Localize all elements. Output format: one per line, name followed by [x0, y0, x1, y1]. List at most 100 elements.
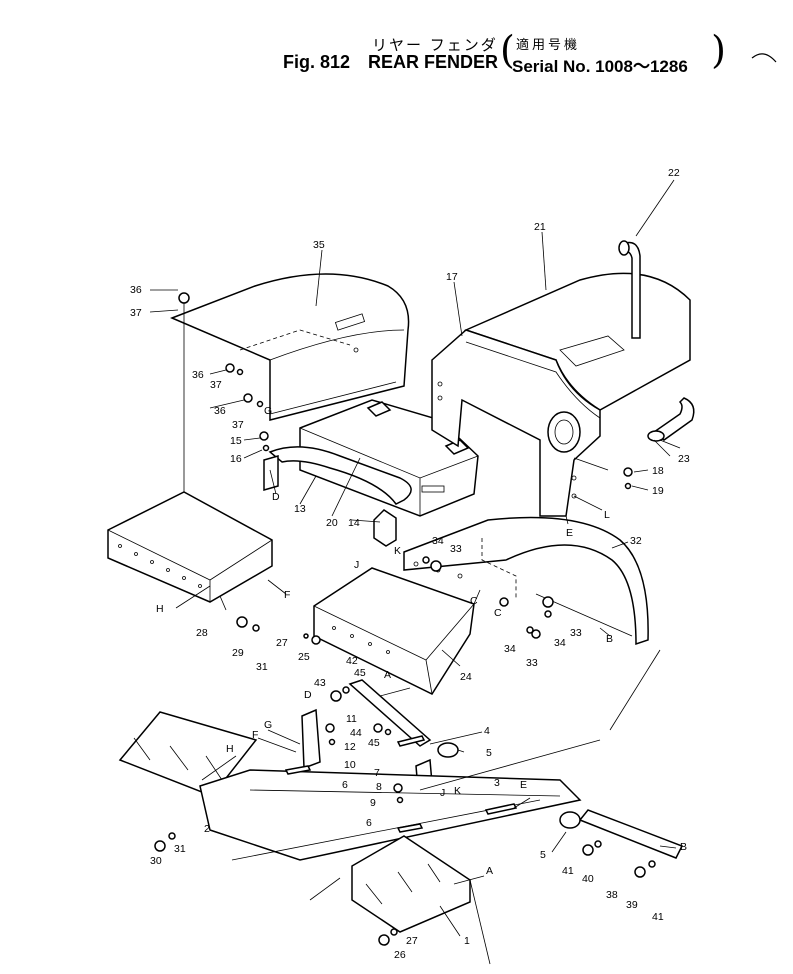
callout: 5 [486, 747, 492, 759]
callout: 13 [294, 503, 306, 515]
leader-lines [149, 179, 677, 937]
callout: B [606, 633, 613, 645]
bracket-38 [578, 809, 684, 859]
callout: 45 [368, 737, 380, 749]
bracket-10 [301, 708, 321, 770]
bolt-36 [178, 292, 190, 304]
callout: D [304, 689, 312, 701]
callout: 37 [232, 419, 244, 431]
callout: 28 [196, 627, 208, 639]
callout: 33 [526, 657, 538, 669]
callout: 34 [504, 643, 516, 655]
callout: 35 [313, 239, 325, 251]
callout: 2 [204, 823, 210, 835]
callout: G [264, 405, 272, 417]
callout: H [226, 743, 234, 755]
callout: 12 [344, 741, 356, 753]
callout: 31 [256, 661, 268, 673]
callout: 24 [460, 671, 472, 683]
bracket-42 [348, 679, 432, 747]
callout: 11 [346, 713, 357, 725]
title-japanese: リヤー フェンダ [372, 36, 498, 54]
callout: 7 [374, 767, 380, 779]
fender-plate-24 [313, 567, 475, 695]
callout: 38 [606, 889, 618, 901]
fender-32 [403, 516, 649, 646]
callout-labels: 22 21 17 35 36 37 36 37 36 37 G 15 16 D … [130, 167, 690, 961]
callout: 19 [652, 485, 664, 497]
callout: F [252, 729, 258, 741]
callout: 27 [276, 637, 288, 649]
callout: 4 [484, 725, 490, 737]
callout: 6 [342, 779, 348, 791]
corner-mark [751, 53, 777, 63]
breather-pipe-22 [618, 240, 641, 339]
callout: 31 [174, 843, 186, 855]
callout: 34 [432, 535, 444, 547]
callout: L [604, 509, 610, 521]
callout: A [384, 669, 391, 681]
callout: 41 [562, 865, 574, 877]
callout: 45 [354, 667, 366, 679]
callout: B [680, 841, 687, 853]
handle-23 [647, 397, 695, 449]
callout: 42 [346, 655, 358, 667]
callout: 6 [366, 817, 372, 829]
callout: 29 [232, 647, 244, 659]
fender-cover-35 [170, 273, 410, 421]
bolt-group [154, 363, 656, 946]
callout: D [272, 491, 280, 503]
callout: F [284, 589, 290, 601]
callout: 9 [370, 797, 376, 809]
callout: K [454, 785, 461, 797]
callout: 37 [130, 307, 142, 319]
callout: 43 [314, 677, 326, 689]
callout: 5 [540, 849, 546, 861]
callout: 41 [652, 911, 664, 923]
right-bracket: ) [711, 28, 726, 72]
callout: 20 [326, 517, 338, 529]
figure-number: Fig. 812 [283, 52, 351, 72]
callout: 39 [626, 899, 638, 911]
plate-4 [396, 735, 426, 747]
callout: 22 [668, 167, 680, 179]
cover-5-lower [559, 811, 581, 829]
callout: 44 [350, 727, 362, 739]
callout: 16 [230, 453, 242, 465]
callout: 37 [210, 379, 222, 391]
callout: H [156, 603, 164, 615]
callout: J [440, 787, 445, 799]
cover-5-upper [437, 742, 459, 758]
callout: 33 [450, 543, 462, 555]
callout: 10 [344, 759, 356, 771]
callout: 21 [534, 221, 546, 233]
callout: 8 [376, 781, 382, 793]
callout: E [520, 779, 527, 791]
callout: 36 [214, 405, 226, 417]
callout: K [394, 545, 401, 557]
serial-range-box: ( 適用号機 Serial No. 1008～1286 ) [500, 28, 726, 76]
left-bracket: ( [500, 28, 515, 72]
callout: 32 [630, 535, 642, 547]
callout: J [354, 559, 359, 571]
callout: 30 [150, 855, 162, 867]
callout: A [486, 865, 493, 877]
callout: 36 [130, 284, 142, 296]
callout: E [566, 527, 573, 539]
main-frame-1 [118, 649, 661, 965]
fender-box-28 [107, 491, 273, 603]
callout: G [264, 719, 272, 731]
figure-title: Fig. 812 REAR FENDER [283, 52, 516, 73]
callout: 23 [678, 453, 690, 465]
plate-6-upper [284, 765, 312, 775]
callout: C [470, 595, 478, 607]
callout: 15 [230, 435, 242, 447]
callout: 33 [570, 627, 582, 639]
part-group-name: REAR FENDER [368, 52, 499, 72]
callout: 40 [582, 873, 594, 885]
callout: C [494, 607, 502, 619]
callout: 14 [348, 517, 360, 529]
callout: 17 [446, 271, 458, 283]
